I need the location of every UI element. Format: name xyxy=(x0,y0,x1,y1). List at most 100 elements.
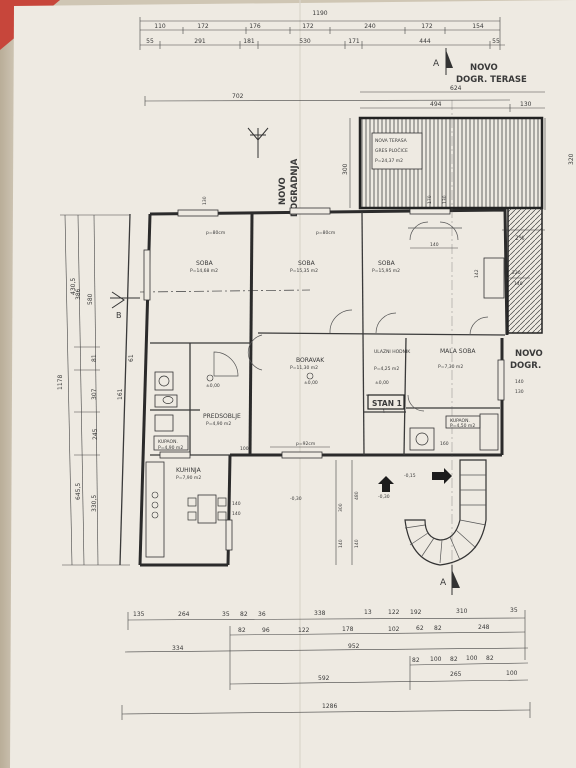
top-dim: 530 xyxy=(299,38,311,45)
room-name: BORAVAK xyxy=(296,357,325,364)
interior-dims: p=92cm 140 142 220 140 140 130 140 140 1… xyxy=(202,195,530,565)
bottom-dim: 82 xyxy=(240,611,248,618)
level-mark: ±0,00 xyxy=(304,380,318,386)
bottom-dim: 82 xyxy=(412,657,420,664)
bottom-total-dim: 1286 xyxy=(322,703,337,710)
room-name: KUHINJA xyxy=(176,467,202,474)
left-dim: 161 xyxy=(117,388,124,400)
left-dim: 330,5 xyxy=(91,495,98,512)
dim-130: 130 xyxy=(520,101,532,108)
left-dim: 645,5 xyxy=(75,483,82,500)
room-area: P=4,90 m2 xyxy=(158,445,183,451)
top-total-dim: 1190 xyxy=(312,10,327,17)
room-name: SOBA xyxy=(298,260,316,267)
bottom-dim: 310 xyxy=(456,608,468,615)
novo-dogradnja-label: NOVO DOGRADNJA xyxy=(278,158,300,217)
bottom-dim: 82 xyxy=(434,625,442,632)
level-marks: ±0,00 ±0,00 ±0,00 -0,15 -0,30 -0,30 xyxy=(206,372,416,502)
svg-text:480: 480 xyxy=(354,491,360,500)
bottom-dim: 248 xyxy=(478,624,490,631)
dim: 140 xyxy=(430,242,439,248)
room-name: MALA SOBA xyxy=(440,348,476,355)
top-dim: 171 xyxy=(348,38,360,45)
room-name: ULAZNI HODNIK xyxy=(374,349,411,355)
top-dim: 181 xyxy=(243,38,255,45)
dim-702: 702 xyxy=(232,93,244,100)
svg-text:140: 140 xyxy=(232,501,241,507)
svg-text:130: 130 xyxy=(515,389,524,395)
top-dim: 172 xyxy=(302,23,314,30)
left-dim: 245 xyxy=(92,428,99,440)
svg-text:A: A xyxy=(440,578,447,588)
svg-text:B: B xyxy=(116,311,122,320)
spiral-staircase xyxy=(404,459,487,566)
bottom-dim: 952 xyxy=(348,643,360,650)
bottom-dim: 122 xyxy=(388,609,400,616)
level-mark: ±0,00 xyxy=(206,383,220,389)
bottom-dim: 36 xyxy=(258,611,266,618)
terrace: NOVA TERASA GRES PLOČICE P=24,37 m2 300 … xyxy=(342,116,575,334)
svg-text:160: 160 xyxy=(440,441,449,447)
section-marker-top: A xyxy=(433,48,453,75)
bottom-dim: 264 xyxy=(178,611,190,618)
bottom-dim: 102 xyxy=(388,626,400,633)
top-dim: 55 xyxy=(146,38,154,45)
section-letter: A xyxy=(433,59,440,69)
windows xyxy=(143,207,505,551)
svg-text:130: 130 xyxy=(442,195,448,204)
dim-624: 624 xyxy=(450,85,462,92)
top-dim: 55 xyxy=(492,38,500,45)
top-dim: 172 xyxy=(421,23,433,30)
svg-text:140: 140 xyxy=(515,379,524,385)
room-name: SOBA xyxy=(196,260,214,267)
level-mark: -0,30 xyxy=(290,496,302,502)
room-name: KUPAON. xyxy=(158,439,178,445)
svg-text:220: 220 xyxy=(512,270,521,276)
svg-text:140: 140 xyxy=(338,539,344,548)
top-dim: 240 xyxy=(364,23,376,30)
dim: p=92cm xyxy=(296,441,315,447)
room-area: P=11,30 m2 xyxy=(290,365,318,371)
bottom-dim: 100 xyxy=(430,656,442,663)
bottom-dim: 100 xyxy=(506,670,518,677)
room-labels: p=80cm SOBA P=14,68 m2 p=80cm SOBA P=15,… xyxy=(153,230,481,481)
bottom-dim: 135 xyxy=(133,611,145,618)
door-swings xyxy=(213,221,489,414)
slope-label: 2% xyxy=(515,235,525,242)
entrance-arrow-icon xyxy=(378,468,452,492)
room-name: PREDSOBLJE xyxy=(203,413,241,420)
left-dim: 580 xyxy=(87,293,94,305)
svg-text:NOVO: NOVO xyxy=(470,63,498,73)
compass-arrow-icon xyxy=(247,127,269,158)
bottom-dim: 334 xyxy=(172,645,184,652)
left-dim: 307 xyxy=(91,388,98,400)
bottom-dim: 82 xyxy=(238,627,246,634)
svg-text:142: 142 xyxy=(474,269,480,278)
room-area: P=4,90 m2 xyxy=(206,421,231,427)
level-mark: -0,15 xyxy=(404,473,416,479)
svg-text:320: 320 xyxy=(568,153,575,165)
top-dim: 291 xyxy=(194,38,206,45)
bottom-dim: 592 xyxy=(318,675,330,682)
bottom-dim: 96 xyxy=(262,627,270,634)
section-line xyxy=(139,289,311,293)
bottom-dim: 338 xyxy=(314,610,326,617)
bottom-dim: 35 xyxy=(222,611,230,618)
bottom-dim: 82 xyxy=(486,655,494,662)
level-mark: ±0,00 xyxy=(375,380,389,386)
room-area: P=15,95 m2 xyxy=(372,268,400,274)
left-dim: 61 xyxy=(128,354,135,362)
top-dim: 444 xyxy=(419,38,431,45)
dim-494: 494 xyxy=(430,101,442,108)
top-dim: 110 xyxy=(154,23,166,30)
svg-text:STAN 1: STAN 1 xyxy=(372,399,402,408)
room-area: P=15,35 m2 xyxy=(290,268,318,274)
left-dimensions: 1178 430,5 580 386 81 307 245 645,5 330,… xyxy=(57,214,135,566)
room-area: P=4,25 m2 xyxy=(374,366,399,372)
fixtures xyxy=(145,257,505,558)
left-dim: 386 xyxy=(75,288,82,300)
room-area: P=14,68 m2 xyxy=(190,268,218,274)
svg-text:NOVO: NOVO xyxy=(278,177,288,205)
